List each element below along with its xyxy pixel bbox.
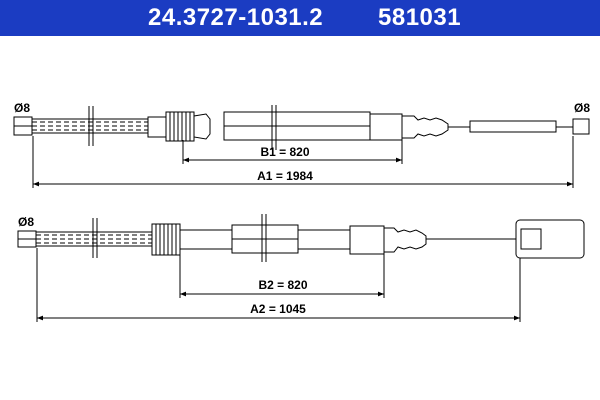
cable-2-sleeve	[231, 214, 350, 262]
cable-2-b-dimension-label: B2 = 820	[258, 278, 307, 292]
cable-2: Ø8	[17, 214, 585, 322]
cable-2-threaded-adjuster	[151, 223, 232, 256]
cable-1-ferrule	[147, 116, 167, 138]
cable-1-left-end-fitting	[13, 116, 33, 136]
cable-2-b-dimension	[179, 254, 385, 298]
cable-2-grommet	[349, 225, 427, 255]
cable-1-right-diameter-label: Ø8	[574, 101, 590, 115]
cable-2-a-dimension-label: A2 = 1045	[250, 302, 306, 316]
cable-1-threaded-adjuster	[165, 111, 211, 142]
cable-1-b-dimension	[182, 140, 403, 164]
cable-1-a-dimension-label: A1 = 1984	[257, 169, 313, 183]
cable-1-rod	[469, 120, 557, 133]
cable-2-coiled-sheath	[36, 231, 152, 247]
technical-drawing: Ø8	[13, 101, 590, 322]
cable-2-left-end-fitting	[17, 230, 37, 248]
cable-2-a-dimension	[36, 248, 521, 322]
title-bar: 24.3727-1031.2 581031	[0, 0, 600, 36]
cable-1-a-dimension	[32, 136, 574, 188]
cable-1-grommet	[369, 113, 449, 141]
cable-1-sleeve	[223, 105, 371, 150]
cable-2-left-diameter-label: Ø8	[18, 215, 34, 229]
cable-1-b-dimension-label: B1 = 820	[260, 145, 309, 159]
cable-1-right-end-fitting	[556, 118, 590, 135]
cable-1-coiled-sheath	[32, 118, 148, 134]
part-number: 24.3727-1031.2	[148, 4, 324, 31]
cable-2-end-bracket	[515, 219, 585, 259]
cable-2-break-mark	[92, 218, 98, 258]
cable-1-left-diameter-label: Ø8	[14, 101, 30, 115]
reference-number: 581031	[378, 4, 462, 31]
cable-1-break-mark	[88, 106, 94, 146]
cable-1: Ø8	[13, 101, 590, 188]
